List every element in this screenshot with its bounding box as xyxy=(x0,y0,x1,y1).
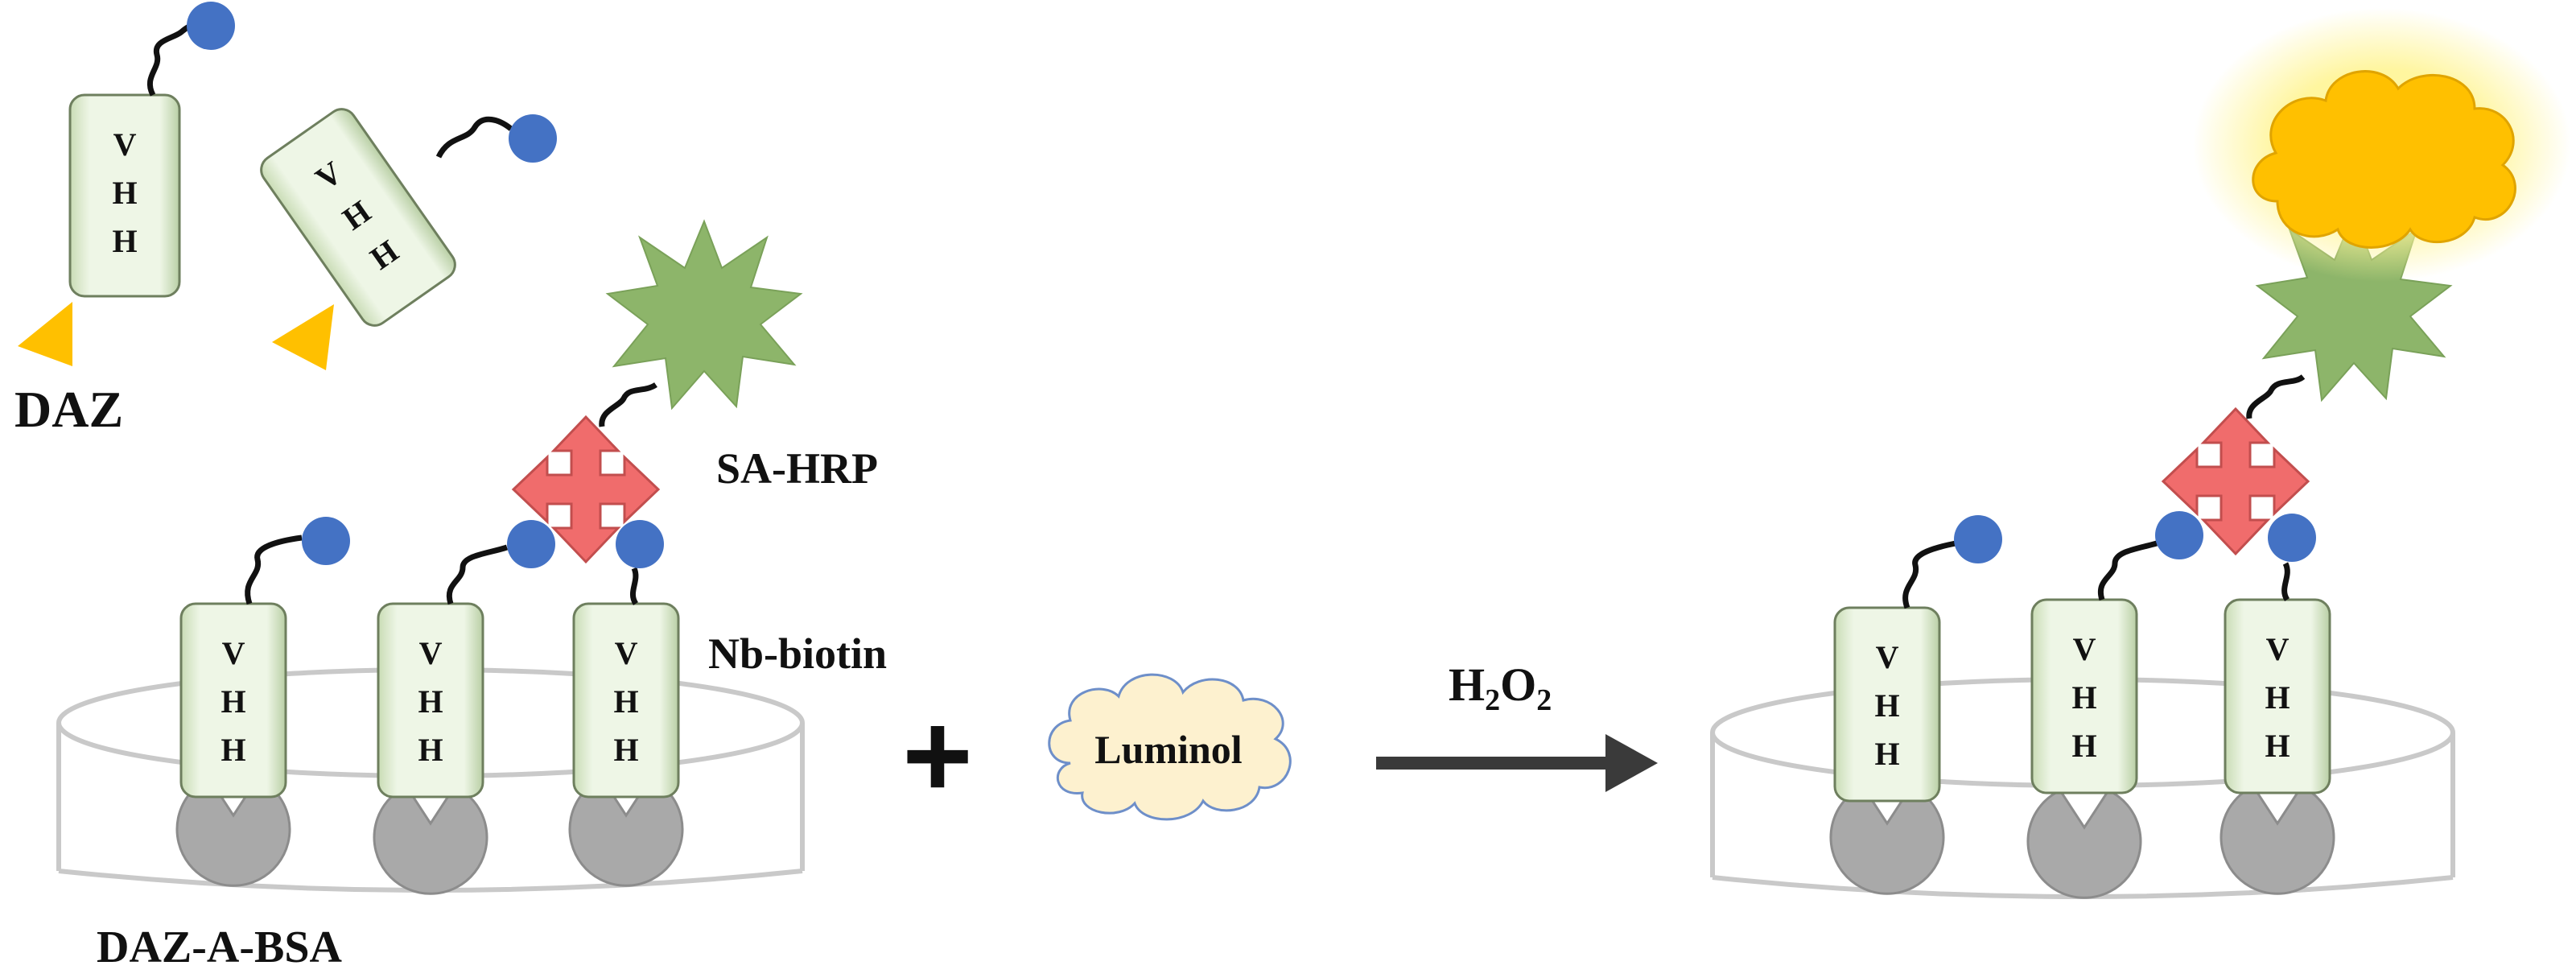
svg-text:H: H xyxy=(1874,736,1899,772)
svg-text:H: H xyxy=(613,732,638,768)
antigen-right-1 xyxy=(1829,785,1945,895)
biotin-right-2 xyxy=(2155,511,2203,559)
svg-text:V: V xyxy=(615,635,638,671)
antigen-left-2 xyxy=(373,785,488,895)
svg-text:H: H xyxy=(613,683,638,720)
svg-text:V: V xyxy=(1876,639,1899,675)
svg-text:H: H xyxy=(112,175,137,211)
biotin-left-3 xyxy=(616,520,664,568)
linker-left-1 xyxy=(245,534,303,605)
svg-text:H: H xyxy=(221,732,245,768)
linker-free-2 xyxy=(435,116,513,159)
label-luminol: Luminol xyxy=(1094,727,1243,772)
svg-text:V: V xyxy=(419,635,443,671)
vhh-plate-right-2: V H H xyxy=(2030,598,2138,794)
linker-right-2 xyxy=(2097,540,2158,601)
label-nb-biotin: Nb-biotin xyxy=(708,629,887,678)
vhh-free-upright: V H H xyxy=(68,93,181,298)
biotin-right-3 xyxy=(2268,514,2316,562)
label-sa-hrp: SA-HRP xyxy=(716,444,878,493)
linker-left-3 xyxy=(629,567,639,605)
biotin-free-1 xyxy=(187,2,235,50)
label-daz: DAZ xyxy=(14,381,123,438)
linker-hrp-right xyxy=(2246,374,2306,419)
label-h2o2: H2O2 xyxy=(1449,658,1552,717)
svg-text:V: V xyxy=(222,635,245,671)
svg-text:H: H xyxy=(2265,728,2290,764)
vhh-plate-left-1: V H H xyxy=(179,602,287,798)
svg-text:H: H xyxy=(2071,728,2096,764)
luminol-cloud: Luminol xyxy=(1048,673,1292,821)
svg-text:H: H xyxy=(112,223,137,259)
biotin-left-2 xyxy=(507,520,555,568)
label-daz-a-bsa: DAZ-A-BSA xyxy=(97,922,342,972)
svg-text:H: H xyxy=(1874,687,1899,724)
vhh-plate-left-2: V H H xyxy=(377,602,484,798)
vhh-plate-right-1: V H H xyxy=(1833,606,1941,803)
vhh-plate-right-3: V H H xyxy=(2224,598,2331,794)
light-emission-cloud xyxy=(2193,8,2571,282)
hapten-free-2 xyxy=(272,304,334,370)
linker-left-2 xyxy=(446,544,509,605)
biotin-right-1 xyxy=(1954,515,2002,563)
svg-text:V: V xyxy=(2266,631,2290,667)
plus-sign: + xyxy=(902,687,973,823)
reaction-arrow xyxy=(1376,734,1658,792)
biotin-free-2 xyxy=(509,114,557,163)
hapten-free-1 xyxy=(18,302,72,366)
svg-text:H: H xyxy=(418,683,443,720)
biotin-left-1 xyxy=(302,517,350,565)
linker-hrp-left xyxy=(599,382,657,427)
svg-text:H: H xyxy=(221,683,245,720)
linker-right-3 xyxy=(2281,562,2290,601)
svg-text:V: V xyxy=(2073,631,2096,667)
free-vhh-group: V H H V H H xyxy=(18,2,557,370)
svg-text:H: H xyxy=(418,732,443,768)
svg-text:H: H xyxy=(2265,679,2290,716)
linker-right-1 xyxy=(1902,540,1956,609)
vhh-plate-left-3: V H H xyxy=(572,602,680,798)
vhh-free-tilted: V H H xyxy=(260,108,456,327)
hrp-left xyxy=(607,221,802,409)
antigen-right-2 xyxy=(2026,789,2142,899)
svg-text:H: H xyxy=(2071,679,2096,716)
svg-text:V: V xyxy=(113,126,137,163)
antigen-right-3 xyxy=(2219,785,2335,895)
